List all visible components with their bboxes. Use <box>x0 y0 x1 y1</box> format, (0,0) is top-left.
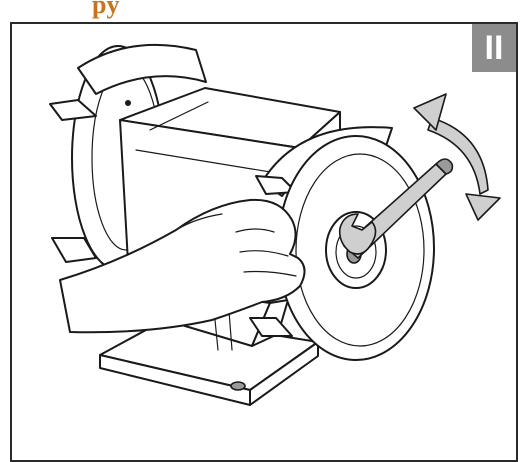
guard-screw <box>125 100 131 106</box>
rotation-arrow-icon <box>413 93 501 221</box>
step-badge: II <box>472 24 516 72</box>
wrench-icon <box>338 158 454 259</box>
mounting-hole <box>230 381 246 391</box>
caption-text: py <box>92 0 120 19</box>
rear-wheel-guard <box>77 43 207 95</box>
hand-icon <box>59 198 306 334</box>
bench-grinder-illustration <box>49 43 501 406</box>
